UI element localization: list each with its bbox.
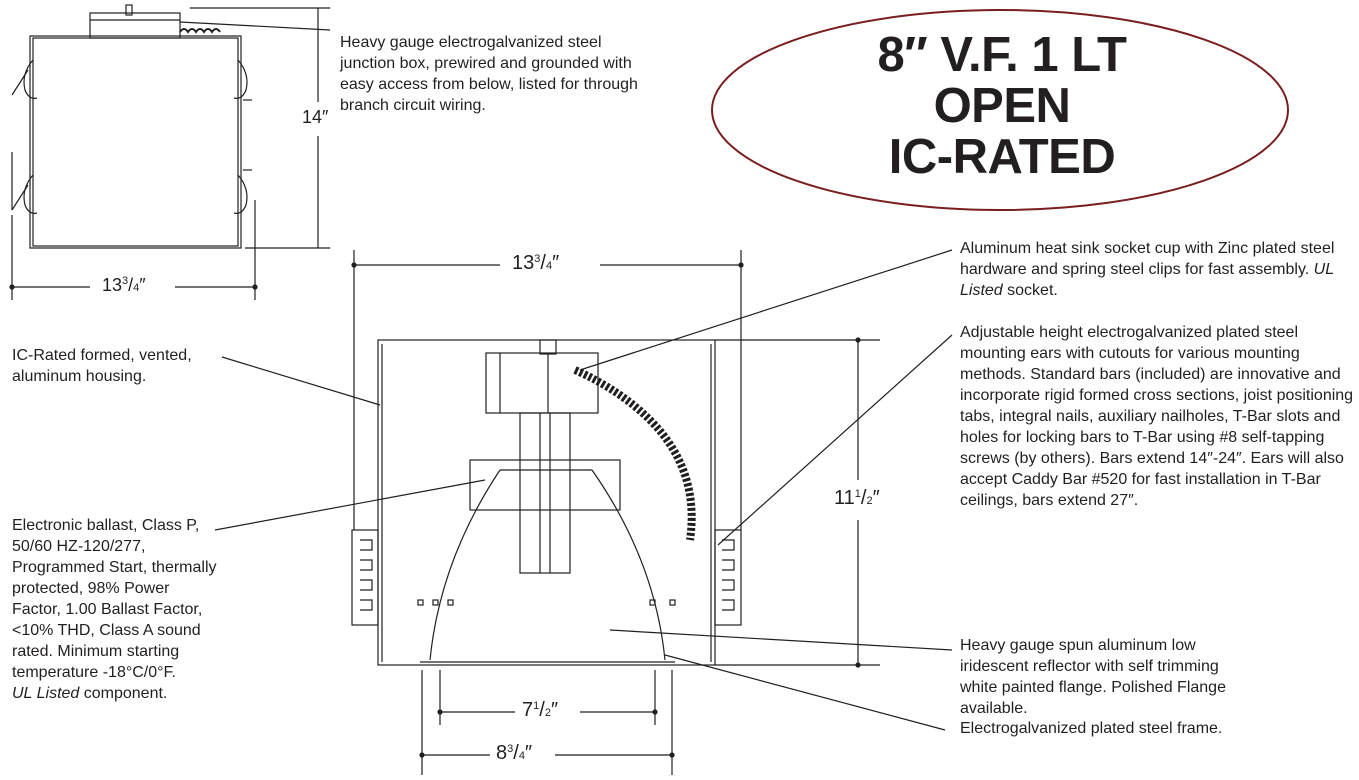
dim-flange-whole: 8 <box>496 742 508 764</box>
dim-main-height-den: 2 <box>866 495 873 507</box>
dim-flange: 83/4″ <box>492 742 537 765</box>
dim-main-height: 111/2″ <box>830 487 884 510</box>
callout-frame: Electrogalvanized plated steel frame. <box>960 720 1223 737</box>
dim-top-height: 14″ <box>298 107 333 128</box>
dim-main-width: 133/4″ <box>508 252 564 275</box>
dim-top-height-unit: ″ <box>322 107 329 127</box>
socket-cup-ul: UL Listed <box>960 261 1334 299</box>
title-line-3: IC-RATED <box>888 130 1116 184</box>
dim-aperture-unit: ″ <box>550 699 559 721</box>
title-line-1: 8″ V.F. 1 LT <box>877 28 1127 82</box>
top-view-drawing <box>9 4 330 300</box>
callout-reflector: Heavy gauge spun aluminum low iridescent… <box>960 637 1226 717</box>
dim-top-height-whole: 14 <box>302 107 323 127</box>
dim-flange-den: 4 <box>518 750 525 762</box>
socket-cup-text: Aluminum heat sink socket cup with Zinc … <box>960 240 1335 278</box>
dim-main-width-whole: 13 <box>512 252 535 274</box>
dim-flange-num: 3 <box>507 743 514 755</box>
ballast-text: Electronic ballast, Class P, 50/60 HZ-12… <box>12 517 217 681</box>
dim-top-width-num: 3 <box>122 275 129 287</box>
dim-main-height-whole: 11 <box>834 487 855 509</box>
dim-top-width-unit: ″ <box>139 275 146 295</box>
callout-junction-box: Heavy gauge electrogalvanized steel junc… <box>340 34 638 114</box>
title-ellipse <box>711 9 1289 211</box>
dim-aperture-whole: 7 <box>522 699 534 721</box>
dim-main-height-num: 1 <box>854 488 861 500</box>
dim-top-width-whole: 13 <box>102 275 123 295</box>
dim-aperture-num: 1 <box>533 700 540 712</box>
dim-aperture-den: 2 <box>544 707 551 719</box>
dim-main-width-unit: ″ <box>552 252 560 274</box>
dim-top-width: 133/4″ <box>98 275 150 296</box>
callout-mounting-ears: Adjustable height electrogalvanized plat… <box>960 324 1354 509</box>
ballast-ul: UL Listed <box>12 685 80 702</box>
dim-main-width-num: 3 <box>534 253 541 265</box>
socket-cup-suffix: socket. <box>1002 282 1058 299</box>
ballast-suffix: component. <box>79 685 168 702</box>
callout-ballast: Electronic ballast, Class P, 50/60 HZ-12… <box>12 515 217 704</box>
product-title: 8″ V.F. 1 LT OPEN IC-RATED <box>752 30 1252 183</box>
dim-main-width-den: 4 <box>545 260 553 272</box>
callout-housing: IC-Rated formed, vented, aluminum housin… <box>12 347 192 385</box>
callout-socket-cup: Aluminum heat sink socket cup with Zinc … <box>960 238 1355 301</box>
dim-flange-unit: ″ <box>524 742 533 764</box>
leader-lines <box>179 21 953 731</box>
dim-top-width-den: 4 <box>133 282 140 294</box>
main-view-drawing <box>351 250 880 775</box>
dim-main-height-unit: ″ <box>872 487 880 509</box>
dim-aperture: 71/2″ <box>518 699 563 722</box>
title-line-2: OPEN <box>933 79 1071 133</box>
